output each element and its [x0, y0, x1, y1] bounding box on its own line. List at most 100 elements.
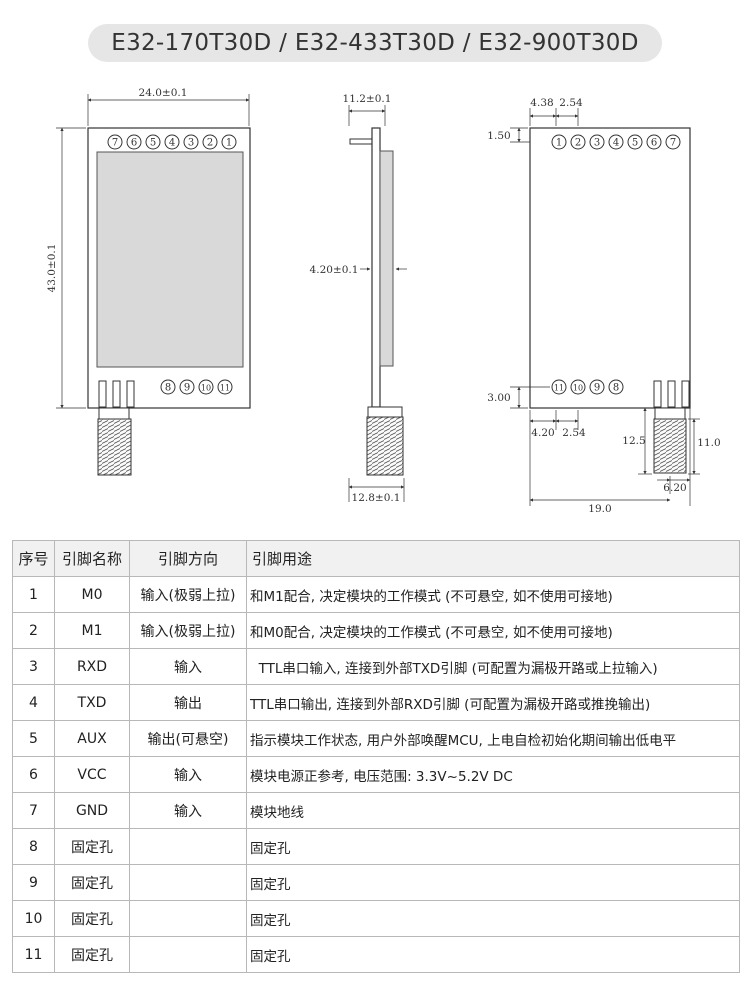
- header-name: 引脚名称: [54, 540, 130, 577]
- side-antenna-dim: 12.8±0.1: [352, 492, 401, 504]
- cell-no: 7: [12, 792, 55, 829]
- pin-number-label: 10: [201, 384, 211, 393]
- cell-no: 6: [12, 756, 55, 793]
- pin-circle: [608, 379, 624, 395]
- cell-no: 4: [12, 684, 55, 721]
- cell-no: 8: [12, 828, 55, 865]
- pin-number-label: 9: [184, 383, 190, 394]
- side-view: 11.2±0.1 4.20±0.1 12.8±0.1: [310, 93, 407, 504]
- cell-dir: 输出: [129, 684, 247, 721]
- front-width-dim: 24.0±0.1: [139, 87, 188, 99]
- header-no: 序号: [12, 540, 55, 577]
- pin-circle: [179, 379, 195, 395]
- page-title: E32-170T30D / E32-433T30D / E32-900T30D: [88, 24, 662, 62]
- pin-circle: [107, 134, 123, 150]
- cell-dir: 输入: [129, 756, 247, 793]
- cell-use: 固定孔: [246, 864, 740, 901]
- cell-no: 5: [12, 720, 55, 757]
- side-thickness-dim: 11.2±0.1: [343, 93, 392, 105]
- cell-name: 固定孔: [54, 864, 130, 901]
- cell-use: TTL串口输出, 连接到外部RXD引脚 (可配置为漏极开路或推挽输出): [246, 684, 740, 721]
- pin-number-label: 5: [150, 138, 156, 149]
- cell-dir: [129, 828, 247, 865]
- pin-circle: [570, 134, 586, 150]
- cell-dir: 输入: [129, 648, 247, 685]
- back-antenna: [653, 418, 687, 474]
- pin-number-label: 2: [575, 138, 581, 149]
- cell-name: 固定孔: [54, 900, 130, 937]
- back-pitch-left-dim: 4.38: [530, 97, 553, 109]
- pin-circle: [665, 134, 681, 150]
- pin-circle: [217, 379, 233, 395]
- pin-circle: [589, 379, 605, 395]
- back-bottom-pitch-dim: 2.54: [562, 427, 586, 439]
- shield-can: [96, 151, 244, 368]
- cell-use: 固定孔: [246, 900, 740, 937]
- pin-circle: [198, 379, 214, 395]
- cell-use: 和M1配合, 决定模块的工作模式 (不可悬空, 如不使用可接地): [246, 576, 740, 613]
- pin-number-label: 8: [613, 383, 619, 394]
- cell-name: M1: [54, 612, 130, 649]
- back-module-body: [529, 127, 691, 409]
- cell-no: 10: [12, 900, 55, 937]
- cell-no: 2: [12, 612, 55, 649]
- front-bottom-pins: 8 9 10 11: [160, 379, 233, 395]
- side-antenna: [366, 416, 404, 476]
- pin-circle: [126, 134, 142, 150]
- cell-dir: 输出(可悬空): [129, 720, 247, 757]
- pin-number-label: 8: [165, 383, 171, 394]
- back-antenna-len2-dim: 11.0: [697, 437, 720, 449]
- cell-dir: 输入(极弱上拉): [129, 612, 247, 649]
- back-bottom-left-dim: 4.20: [531, 427, 554, 439]
- back-antenna-len-dim: 12.5: [622, 435, 645, 447]
- front-height-dim: 43.0±0.1: [46, 244, 58, 293]
- pin-circle: [570, 379, 586, 395]
- cell-use: 固定孔: [246, 936, 740, 973]
- pin-number-label: 6: [651, 138, 657, 149]
- pin-number-label: 2: [207, 138, 213, 149]
- cell-name: 固定孔: [54, 936, 130, 973]
- cell-use: TTL串口输入, 连接到外部TXD引脚 (可配置为漏极开路或上拉输入): [246, 648, 740, 685]
- pin-number-label: 3: [594, 138, 600, 149]
- side-shield: [379, 150, 394, 367]
- pin-number-label: 11: [220, 384, 230, 393]
- cell-no: 3: [12, 648, 55, 685]
- pin-number-label: 3: [188, 138, 194, 149]
- pin-circle: [551, 379, 567, 395]
- pin-number-label: 4: [169, 138, 175, 149]
- pin-circle: [221, 134, 237, 150]
- cell-no: 11: [12, 936, 55, 973]
- pin-number-label: 11: [554, 384, 564, 393]
- side-pcb: [371, 127, 381, 408]
- cell-use: 指示模块工作状态, 用户外部唤醒MCU, 上电自检初始化期间输出低电平: [246, 720, 740, 757]
- cell-name: AUX: [54, 720, 130, 757]
- pin-number-label: 7: [112, 138, 118, 149]
- cell-no: 1: [12, 576, 55, 613]
- pin-circle: [202, 134, 218, 150]
- cell-use: 固定孔: [246, 828, 740, 865]
- pin-circle: [627, 134, 643, 150]
- pin-circle: [164, 134, 180, 150]
- cell-name: GND: [54, 792, 130, 829]
- pin-circle: [608, 134, 624, 150]
- pin-number-label: 10: [573, 384, 583, 393]
- cell-name: M0: [54, 576, 130, 613]
- side-offset-dim: 4.20±0.1: [310, 264, 359, 276]
- cell-use: 模块电源正参考, 电压范围: 3.3V~5.2V DC: [246, 756, 740, 793]
- cell-name: VCC: [54, 756, 130, 793]
- header-use: 引脚用途: [246, 540, 740, 577]
- cell-dir: 输入(极弱上拉): [129, 576, 247, 613]
- cell-dir: 输入: [129, 792, 247, 829]
